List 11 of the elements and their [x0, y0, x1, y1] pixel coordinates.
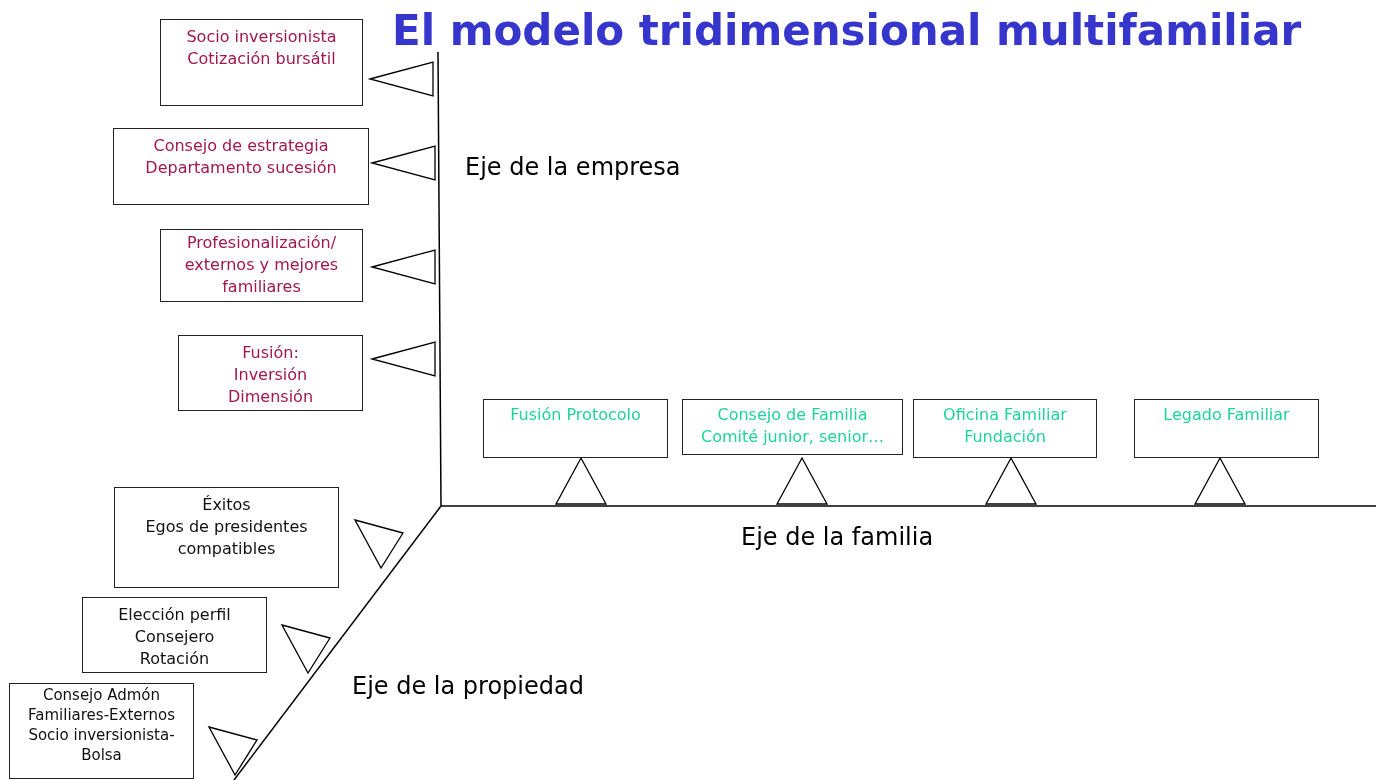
title: El modelo tridimensional multifamiliar — [392, 6, 1302, 55]
text-box: Socio inversionista Cotización bursátil — [160, 19, 363, 106]
axis-label: Eje de la familia — [741, 523, 934, 551]
text-box: Consejo de estrategia Departamento sucesión — [113, 128, 369, 205]
text-box: Éxitos Egos de presidentes compatibles — [114, 487, 339, 588]
axis-label: Eje de la empresa — [465, 153, 681, 181]
text-box: Elección perfil Consejero Rotación — [82, 597, 267, 673]
axis-label: Eje de la propiedad — [352, 672, 584, 700]
text-box: Profesionalización/ externos y mejores familiares — [160, 229, 363, 302]
text-box: Consejo Admón Familiares-Externos Socio inversionista-Bolsa — [9, 683, 194, 779]
text-box: Fusión: Inversión Dimensión — [178, 335, 363, 411]
